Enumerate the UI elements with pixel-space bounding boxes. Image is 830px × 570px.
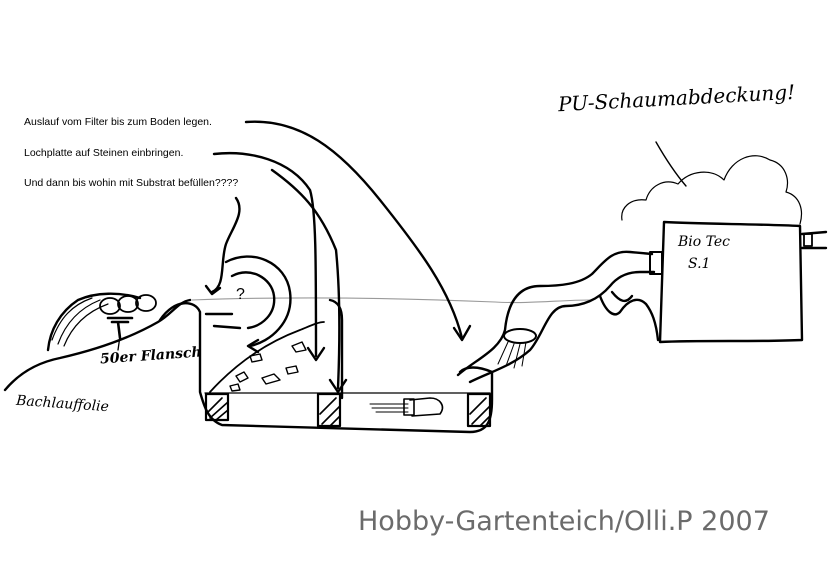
pipe-ring	[117, 295, 139, 313]
pipe-end	[403, 398, 415, 416]
hose-end	[503, 328, 537, 344]
note-substrate: Und dann bis wohin mit Substrat befüllen…	[24, 177, 239, 189]
bottom-outlet-pipe	[409, 397, 444, 417]
credit-watermark: Hobby-Gartenteich/Olli.P 2007	[358, 506, 770, 537]
arrow-outlet	[244, 120, 464, 340]
water-jet	[497, 341, 527, 369]
water-surface	[191, 297, 591, 304]
note-outlet: Auslauf vom Filter bis zum Boden legen.	[24, 116, 212, 128]
pond-outline	[158, 302, 494, 434]
arrow-substrate	[210, 196, 241, 294]
flange-label-pointer	[117, 335, 121, 351]
stone-support	[466, 392, 492, 428]
filter-hose	[598, 294, 660, 342]
foam-pointer	[655, 141, 687, 187]
stone-support	[316, 392, 342, 428]
return-hose	[456, 250, 654, 377]
pipe-ring	[99, 297, 121, 315]
question-mark: ?	[236, 286, 245, 303]
foil-hatching	[51, 297, 109, 347]
level-arrow	[212, 324, 242, 330]
connector	[649, 251, 663, 275]
pipe-ring	[135, 294, 157, 312]
stream-bank-back	[46, 292, 142, 352]
arrow-plate	[212, 152, 318, 358]
swirl-inner	[230, 271, 276, 330]
note-plate: Lochplatte auf Steinen einbringen.	[24, 147, 184, 159]
swirl-arrow	[224, 255, 292, 348]
substrate-slope	[209, 321, 325, 393]
stream-liner-foil	[3, 298, 192, 392]
biotec-filter-box	[658, 220, 804, 344]
foam-cover	[621, 155, 803, 225]
label-biotec-1: Bio Tec	[678, 234, 731, 250]
flange	[106, 316, 134, 340]
return-hose-lower	[468, 270, 656, 384]
arrow-plate-2	[270, 168, 341, 390]
label-biotec-2: S.1	[688, 256, 711, 272]
substrate-stones	[229, 341, 307, 392]
